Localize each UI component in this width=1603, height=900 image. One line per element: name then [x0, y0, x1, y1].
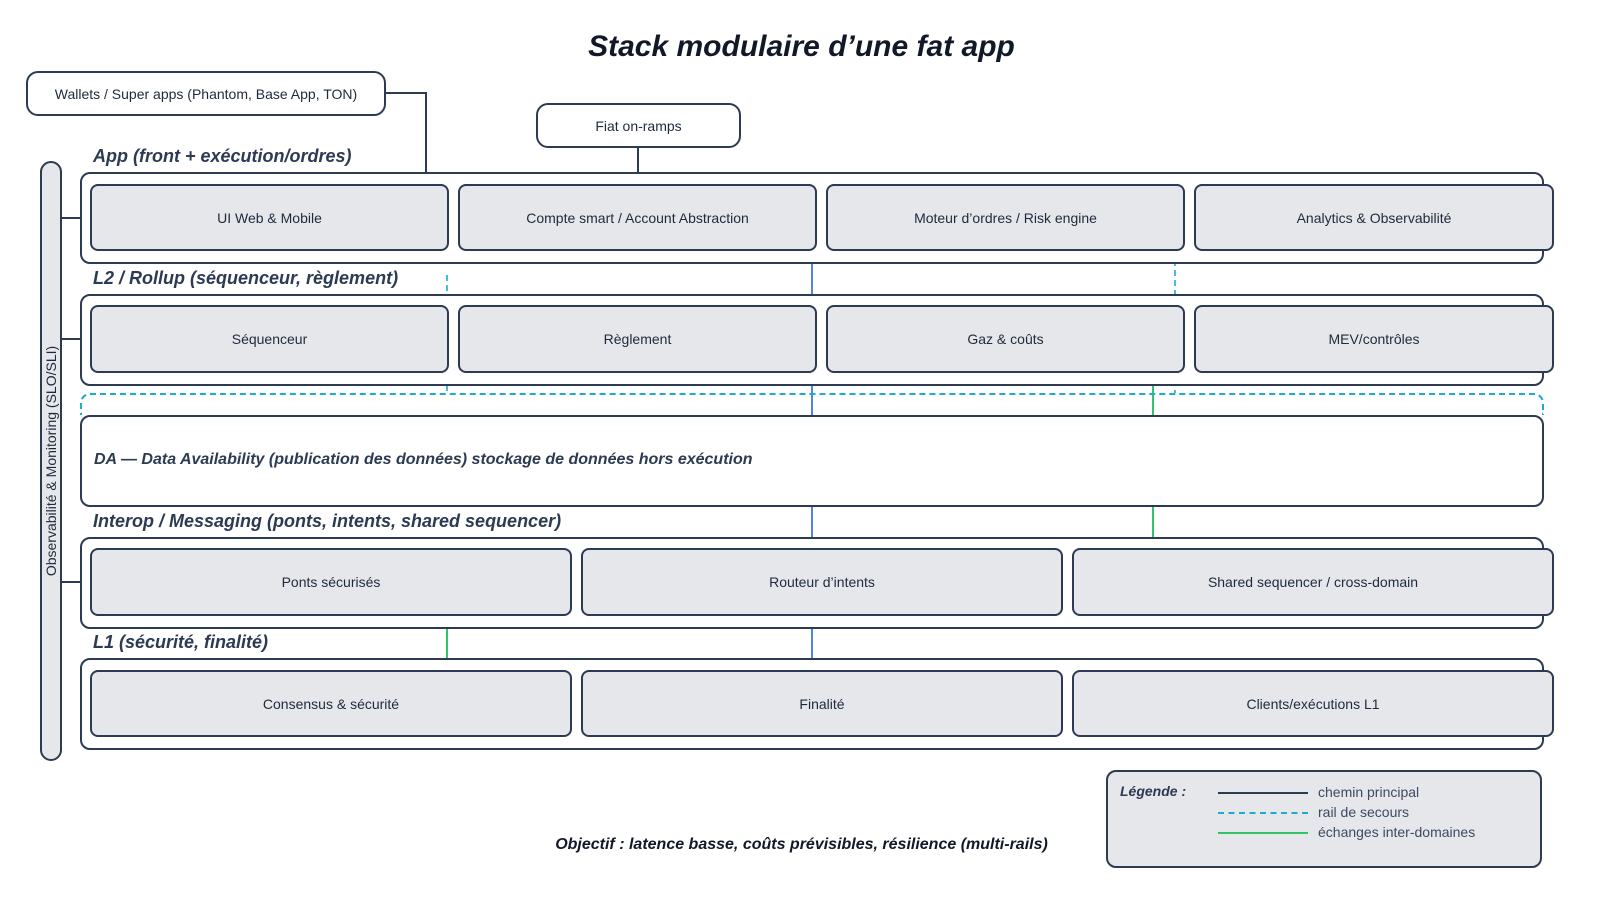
legend-label-main: chemin principal: [1318, 784, 1420, 800]
sequencer-box: Séquenceur: [90, 305, 449, 373]
wallets-link: [384, 92, 427, 186]
ui-web-mobile-box: UI Web & Mobile: [90, 184, 449, 251]
legend-line-backup: [1218, 812, 1308, 814]
intent-router-box: Routeur d’intents: [581, 548, 1063, 616]
shared-sequencer-box: Shared sequencer / cross-domain: [1072, 548, 1554, 616]
layer-label-app: App (front + exécution/ordres): [93, 146, 352, 166]
l1-clients-box: Clients/exécutions L1: [1072, 670, 1554, 737]
legend-title: Légende :: [1120, 783, 1187, 799]
legend-item-inter: échanges inter-domaines: [1218, 823, 1528, 843]
bridges-box: Ponts sécurisés: [90, 548, 572, 616]
layer-frame-da: DA — Data Availability (publication des …: [80, 415, 1544, 507]
legend-line-inter: [1218, 832, 1308, 834]
layer-label-interop: Interop / Messaging (ponts, intents, sha…: [93, 511, 562, 531]
layer-label-l2: L2 / Rollup (séquenceur, règlement): [93, 268, 399, 288]
legend-item-main: chemin principal: [1218, 783, 1528, 803]
layer-label-da: DA — Data Availability (publication des …: [94, 451, 753, 468]
wallets-box: Wallets / Super apps (Phantom, Base App,…: [26, 71, 386, 116]
objective-text: Objectif : latence basse, coûts prévisib…: [555, 836, 1048, 853]
mev-controls-box: MEV/contrôles: [1194, 305, 1554, 373]
legend-line-main: [1218, 792, 1308, 794]
fiat-box: Fiat on-ramps: [536, 103, 741, 148]
consensus-box: Consensus & sécurité: [90, 670, 572, 737]
gas-costs-box: Gaz & coûts: [826, 305, 1185, 373]
legend-item-backup: rail de secours: [1218, 803, 1528, 823]
analytics-box: Analytics & Observabilité: [1194, 184, 1554, 251]
page-title: Stack modulaire d’une fat app: [588, 30, 1015, 63]
legend: Légende : chemin principal rail de secou…: [1106, 770, 1542, 868]
backup-rail-frame: [80, 393, 1544, 415]
observability-bar: Observabilité & Monitoring (SLO/SLI): [40, 161, 62, 761]
legend-label-inter: échanges inter-domaines: [1318, 824, 1476, 840]
settlement-box: Règlement: [458, 305, 817, 373]
order-engine-box: Moteur d’ordres / Risk engine: [826, 184, 1185, 251]
observability-label: Observabilité & Monitoring (SLO/SLI): [43, 345, 59, 577]
finality-box: Finalité: [581, 670, 1063, 737]
layer-label-l1: L1 (sécurité, finalité): [93, 632, 269, 652]
smart-account-box: Compte smart / Account Abstraction: [458, 184, 817, 251]
legend-label-backup: rail de secours: [1318, 804, 1410, 820]
